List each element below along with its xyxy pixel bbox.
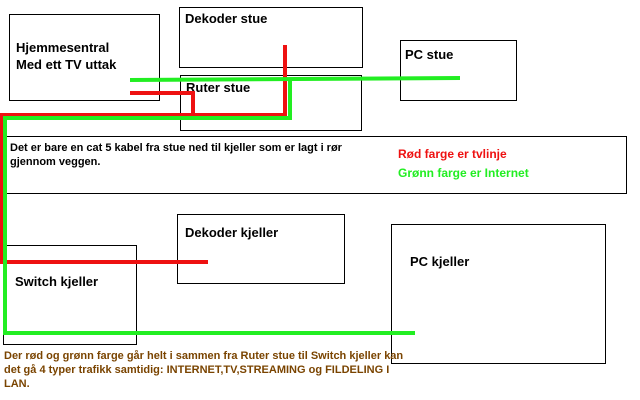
tv-cable-main: [0, 45, 287, 264]
tv-cable-hjemmesentral: [130, 91, 195, 115]
pc-stue-box: PC stue: [400, 40, 517, 101]
ruter-stue-box: Ruter stue: [180, 75, 362, 131]
dekoder-kjeller-label: Dekoder kjeller: [185, 225, 279, 240]
dekoder-kjeller-box: Dekoder kjeller: [177, 214, 345, 284]
internet-cable-main: [3, 80, 415, 335]
pc-kjeller-label: PC kjeller: [410, 254, 470, 269]
ruter-stue-label: Ruter stue: [186, 80, 251, 95]
footer-note: Der rød og grønn farge går helt i sammen…: [4, 350, 404, 390]
pc-kjeller-box: PC kjeller: [391, 224, 606, 364]
pc-stue-label: PC stue: [405, 47, 454, 62]
legend-green: Grønn farge er Internet: [398, 166, 529, 180]
legend-red: Rød farge er tvlinje: [398, 147, 507, 161]
internet-cable-top: [129, 76, 461, 82]
dekoder-stue-box: Dekoder stue: [179, 7, 363, 68]
note-box: Det er bare en cat 5 kabel fra stue ned …: [5, 136, 627, 194]
note-text: Det er bare en cat 5 kabel fra stue ned …: [10, 142, 342, 168]
dekoder-stue-label: Dekoder stue: [185, 11, 268, 26]
switch-kjeller-label: Switch kjeller: [15, 274, 99, 289]
